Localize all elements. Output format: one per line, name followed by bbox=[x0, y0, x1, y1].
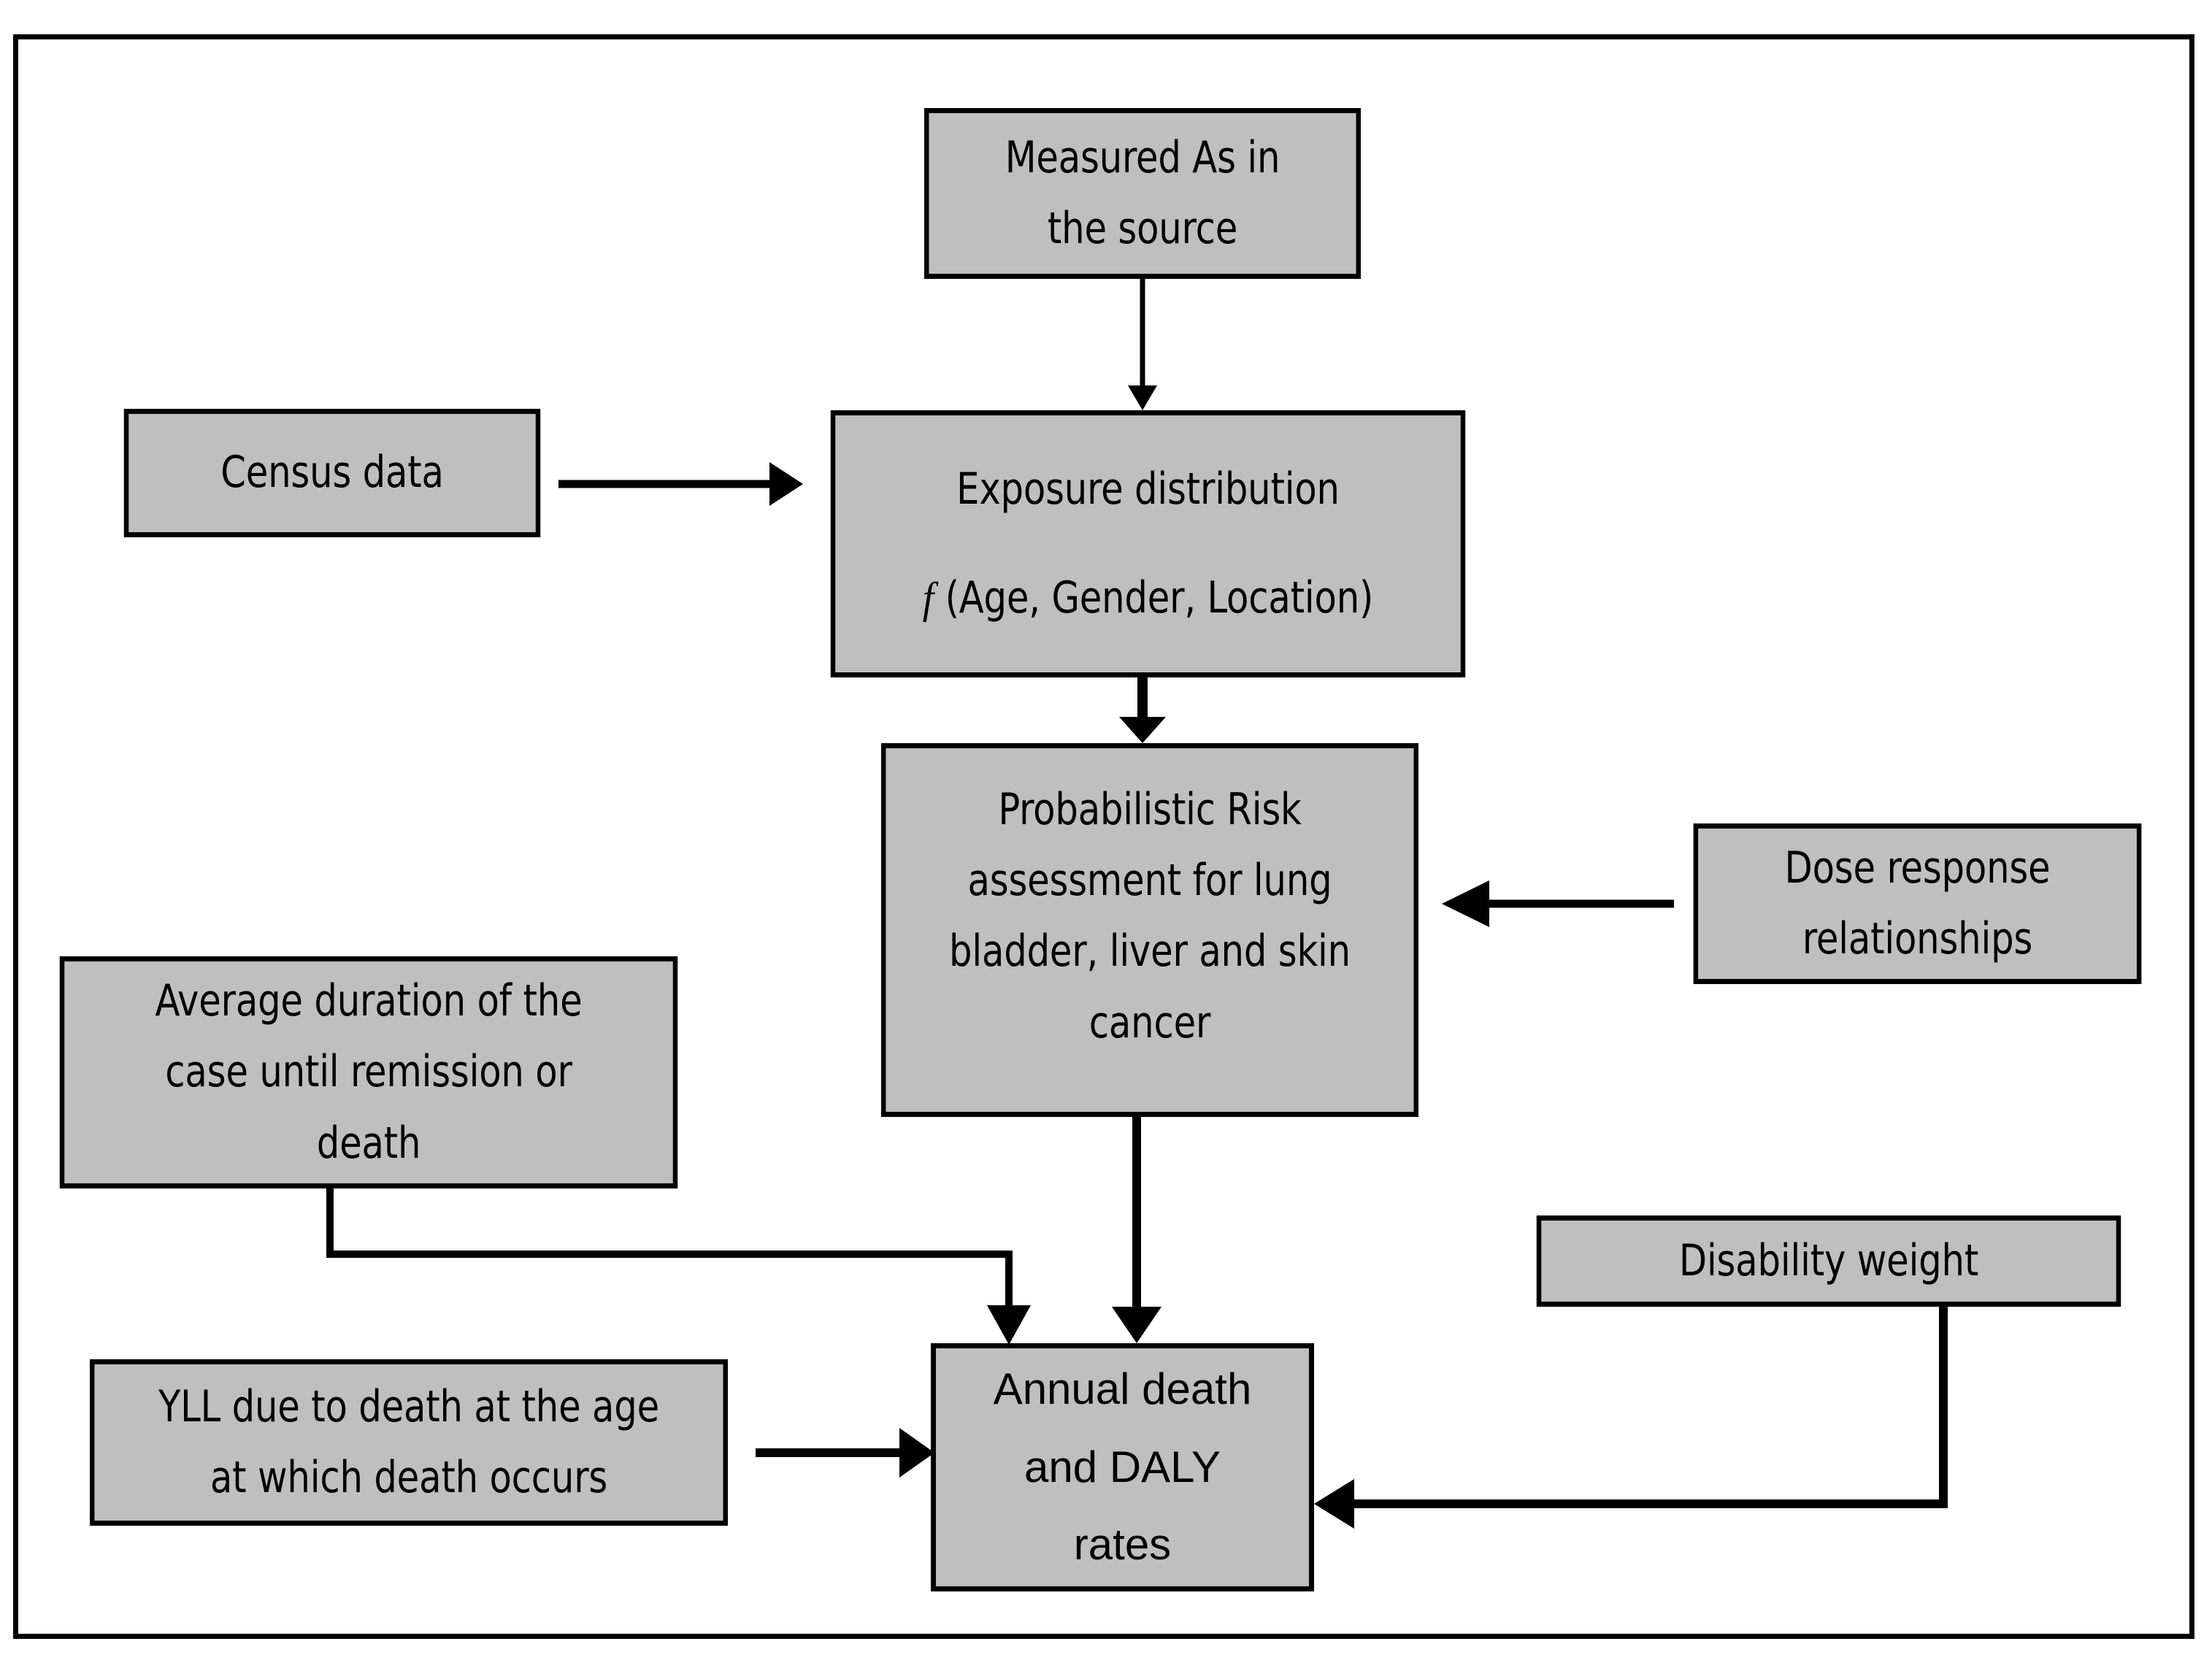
node-line: Exposure distribution bbox=[956, 463, 1340, 515]
node-line: rates bbox=[1073, 1520, 1172, 1570]
node-census-data[interactable]: Census data bbox=[123, 409, 541, 537]
node-disability-weight[interactable]: Disability weight bbox=[1536, 1215, 2121, 1307]
node-line: Probabilistic Risk bbox=[998, 784, 1302, 835]
node-line: bladder, liver and skin bbox=[949, 926, 1351, 977]
function-symbol: f bbox=[922, 574, 934, 623]
node-line: relationships bbox=[1802, 913, 2033, 964]
node-exposure-distribution[interactable]: Exposure distribution f (Age, Gender, Lo… bbox=[830, 410, 1466, 677]
node-dose-response-relationships[interactable]: Dose response relationships bbox=[1693, 823, 2142, 984]
node-measured-as-in-the-source[interactable]: Measured As in the source bbox=[924, 108, 1361, 279]
node-annual-death-and-daly-rates[interactable]: Annual death and DALY rates bbox=[931, 1343, 1314, 1591]
node-average-duration-of-case[interactable]: Average duration of the case until remis… bbox=[59, 956, 678, 1188]
node-line: Average duration of the bbox=[155, 975, 583, 1027]
node-line: and DALY bbox=[1024, 1442, 1221, 1491]
node-probabilistic-risk-assessment[interactable]: Probabilistic Risk assessment for lung b… bbox=[881, 743, 1418, 1117]
node-line: case until remission or bbox=[165, 1046, 572, 1098]
node-line: death bbox=[316, 1117, 421, 1169]
node-line-formula: f (Age, Gender, Location) bbox=[835, 563, 1461, 634]
node-line: cancer bbox=[1088, 996, 1211, 1048]
node-line: Census data bbox=[220, 447, 444, 499]
node-line: Measured As in bbox=[1005, 131, 1280, 183]
node-line: YLL due to death at the age bbox=[158, 1380, 660, 1432]
node-line: Disability weight bbox=[1678, 1234, 1979, 1286]
node-line: assessment for lung bbox=[967, 855, 1332, 907]
node-yll-due-to-death[interactable]: YLL due to death at the age at which dea… bbox=[90, 1359, 728, 1526]
node-line: Dose response bbox=[1784, 842, 2051, 894]
node-line: Annual death bbox=[993, 1364, 1252, 1413]
node-line: at which death occurs bbox=[210, 1452, 608, 1503]
formula-args: (Age, Gender, Location) bbox=[945, 572, 1374, 624]
node-line: the source bbox=[1047, 203, 1238, 254]
